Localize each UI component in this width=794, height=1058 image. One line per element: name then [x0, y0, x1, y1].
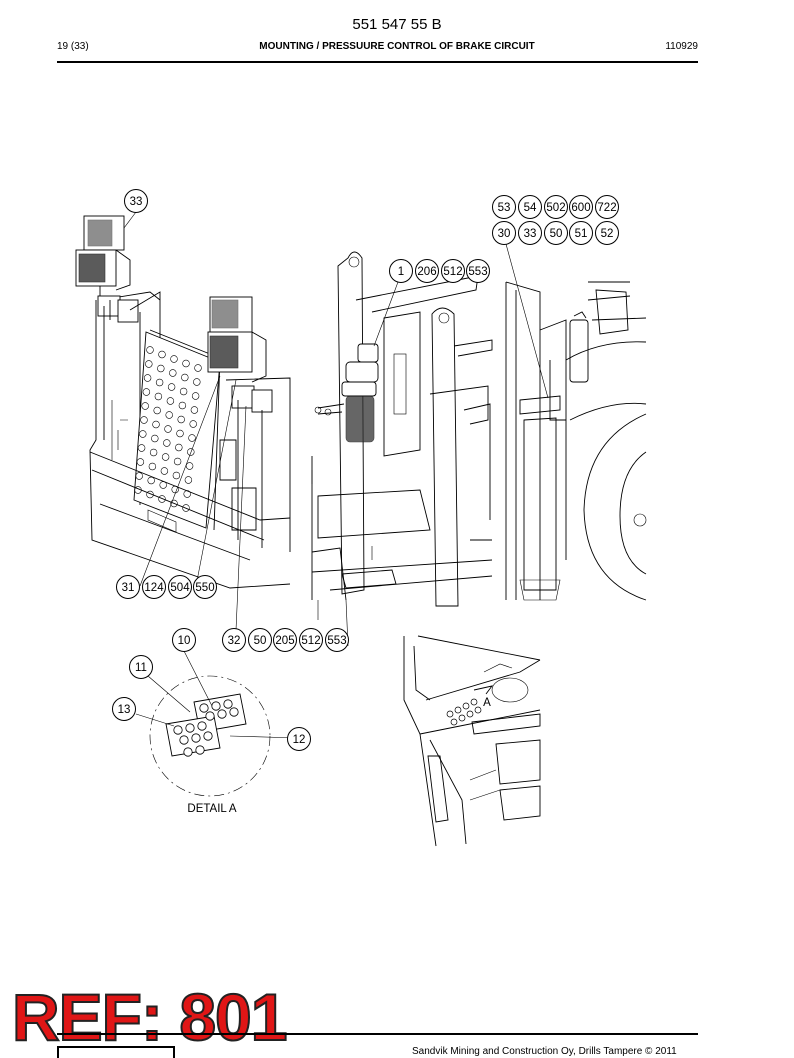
callout-32: 32 [222, 628, 246, 652]
callout-bubbles: 33 53 54 502 600 722 30 33 50 51 52 1 20… [112, 189, 619, 751]
svg-text:50: 50 [254, 635, 267, 647]
svg-text:52: 52 [601, 228, 614, 240]
callout-504: 504 [168, 575, 192, 599]
callout-512-lower: 512 [299, 628, 323, 652]
svg-text:54: 54 [524, 202, 537, 214]
callout-205: 205 [273, 628, 297, 652]
svg-text:553: 553 [327, 635, 346, 647]
callout-50-right: 50 [544, 221, 568, 245]
callout-53: 53 [492, 195, 516, 219]
callout-12: 12 [287, 727, 311, 751]
callout-206: 206 [415, 259, 439, 283]
svg-text:11: 11 [135, 662, 147, 674]
svg-text:722: 722 [597, 202, 616, 214]
bottom-right-view-drawing [403, 635, 541, 847]
svg-text:600: 600 [571, 202, 590, 214]
callout-1: 1 [389, 259, 413, 283]
svg-text:553: 553 [468, 266, 487, 278]
footer-rule [57, 1033, 698, 1035]
right-view-drawing [505, 281, 647, 601]
detail-a-drawing [149, 675, 271, 797]
svg-text:33: 33 [524, 228, 537, 240]
footer-copyright: Sandvik Mining and Construction Oy, Dril… [412, 1046, 677, 1057]
svg-text:206: 206 [417, 266, 436, 278]
svg-text:502: 502 [546, 202, 565, 214]
document-date: 110929 [665, 41, 698, 52]
svg-text:124: 124 [144, 582, 164, 594]
detail-a-label: DETAIL A [187, 803, 237, 815]
callout-11: 11 [129, 655, 153, 679]
footer-logo [57, 1046, 175, 1058]
callout-54: 54 [518, 195, 542, 219]
svg-text:504: 504 [170, 582, 190, 594]
svg-text:205: 205 [275, 635, 294, 647]
svg-text:512: 512 [443, 266, 462, 278]
callout-13: 13 [112, 697, 136, 721]
callout-600: 600 [569, 195, 593, 219]
svg-text:10: 10 [178, 635, 191, 647]
svg-text:32: 32 [228, 635, 241, 647]
callout-550: 550 [193, 575, 217, 599]
svg-text:550: 550 [195, 582, 214, 594]
callout-33-top: 33 [124, 189, 148, 213]
callout-124: 124 [142, 575, 166, 599]
left-view-drawing [75, 215, 291, 589]
callout-553-mid: 553 [466, 259, 490, 283]
page-number: 19 (33) [57, 41, 89, 52]
callout-553-lower: 553 [325, 628, 349, 652]
detail-a-marker: A [483, 697, 491, 709]
reference-stamp: REF: 801 [11, 980, 288, 1054]
svg-text:1: 1 [398, 266, 404, 278]
svg-text:31: 31 [122, 582, 135, 594]
svg-text:50: 50 [550, 228, 563, 240]
callout-51: 51 [569, 221, 593, 245]
svg-text:33: 33 [130, 196, 143, 208]
callout-30: 30 [492, 221, 516, 245]
svg-text:13: 13 [118, 704, 131, 716]
callout-31: 31 [116, 575, 140, 599]
middle-view-drawing [311, 251, 493, 607]
header-rule [57, 61, 698, 63]
callout-10: 10 [172, 628, 196, 652]
callout-33-right: 33 [518, 221, 542, 245]
svg-text:51: 51 [575, 228, 588, 240]
svg-text:12: 12 [293, 734, 306, 746]
page-title: MOUNTING / PRESSUURE CONTROL OF BRAKE CI… [259, 41, 535, 52]
svg-text:512: 512 [301, 635, 320, 647]
document-number: 551 547 55 B [352, 16, 442, 33]
callout-722: 722 [595, 195, 619, 219]
callout-502: 502 [544, 195, 568, 219]
svg-text:30: 30 [498, 228, 511, 240]
svg-text:53: 53 [498, 202, 511, 214]
callout-52: 52 [595, 221, 619, 245]
callout-50-lower: 50 [248, 628, 272, 652]
callout-512-mid: 512 [441, 259, 465, 283]
